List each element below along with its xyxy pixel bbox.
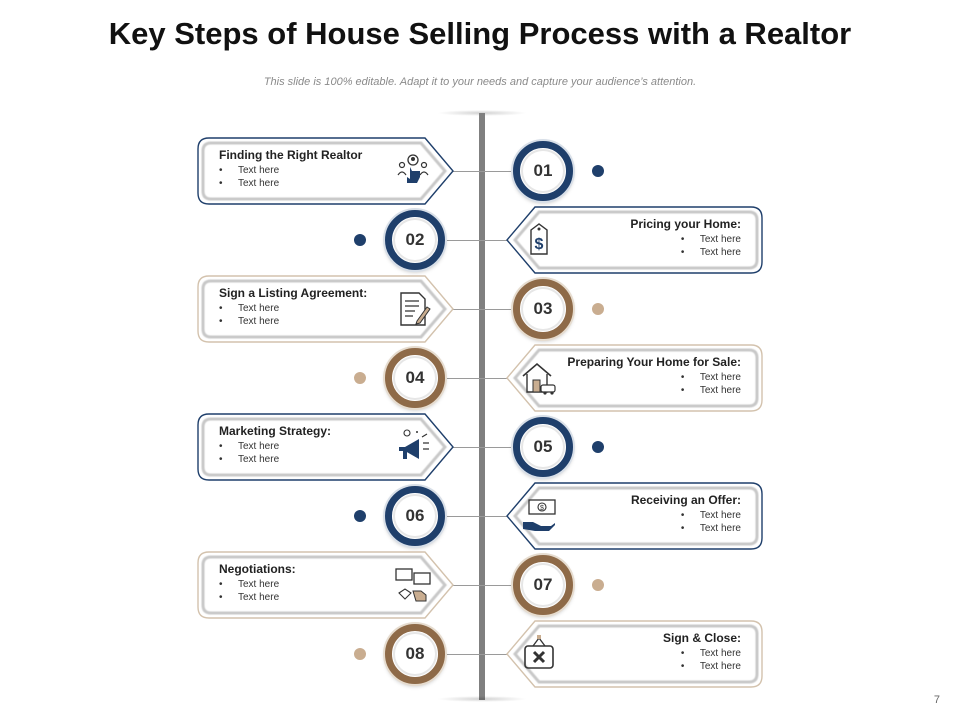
step-text: Preparing Your Home for Sale: Text hereTe… bbox=[567, 355, 741, 397]
step-card: $ Receiving an Offer: Text hereText here bbox=[505, 482, 763, 550]
step-heading: Negotiations: bbox=[219, 562, 296, 576]
step-number: 07 bbox=[521, 563, 565, 607]
step-heading: Pricing your Home: bbox=[630, 217, 741, 231]
step-number-circle: 04 bbox=[385, 348, 445, 408]
step-connector bbox=[450, 309, 520, 310]
step-bullet: Text here bbox=[219, 591, 296, 604]
step-text: Marketing Strategy: Text hereText here bbox=[219, 424, 331, 466]
step-connector bbox=[440, 516, 515, 517]
step-text: Pricing your Home: Text hereText here bbox=[630, 217, 741, 259]
step-number: 02 bbox=[393, 218, 437, 262]
step-card: Sign & Close: Text hereText here bbox=[505, 620, 763, 688]
step-text: Negotiations: Text hereText here bbox=[219, 562, 296, 604]
step-number-circle: 03 bbox=[513, 279, 573, 339]
step-connector bbox=[440, 240, 515, 241]
step-heading: Receiving an Offer: bbox=[630, 493, 741, 507]
step-text: Sign a Listing Agreement: Text hereText h… bbox=[219, 286, 367, 328]
house-prep-icon bbox=[519, 358, 559, 398]
page-number: 7 bbox=[933, 694, 940, 706]
step-bullet: Text here bbox=[681, 371, 741, 384]
step-bullet: Text here bbox=[681, 384, 741, 397]
step-card: Negotiations: Text hereText here bbox=[197, 551, 455, 619]
step-heading: Preparing Your Home for Sale: bbox=[567, 355, 741, 369]
step-bullet: Text here bbox=[219, 315, 367, 328]
money-hand-icon: $ bbox=[519, 496, 559, 536]
step-dot bbox=[354, 234, 366, 246]
step-bullets: Text hereText here bbox=[681, 233, 741, 259]
step-number: 06 bbox=[393, 494, 437, 538]
step-connector bbox=[450, 585, 520, 586]
step-dot bbox=[592, 165, 604, 177]
step-dot bbox=[354, 648, 366, 660]
step-bullet: Text here bbox=[681, 660, 741, 673]
closed-sign-icon bbox=[519, 634, 559, 674]
step-connector bbox=[450, 447, 520, 448]
step-number-circle: 01 bbox=[513, 141, 573, 201]
step-bullet: Text here bbox=[219, 440, 331, 453]
step-heading: Marketing Strategy: bbox=[219, 424, 332, 438]
step-bullets: Text hereText here bbox=[219, 164, 362, 190]
step-bullets: Text hereText here bbox=[219, 302, 367, 328]
step-dot bbox=[354, 510, 366, 522]
step-dot bbox=[592, 579, 604, 591]
step-text: Finding the Right RealtorText hereText h… bbox=[219, 148, 362, 190]
document-sign-icon bbox=[393, 289, 433, 329]
page-title: Key Steps of House Selling Process with … bbox=[108, 16, 852, 51]
step-dot bbox=[592, 303, 604, 315]
step-bullet: Text here bbox=[219, 177, 362, 190]
step-number: 01 bbox=[521, 149, 565, 193]
step-number: 03 bbox=[521, 287, 565, 331]
step-number: 04 bbox=[393, 356, 437, 400]
step-number: 05 bbox=[521, 425, 565, 469]
step-text: Receiving an Offer: Text hereText here bbox=[631, 493, 741, 535]
step-bullet: Text here bbox=[219, 302, 367, 315]
step-bullet: Text here bbox=[219, 578, 296, 591]
step-text: Sign & Close: Text hereText here bbox=[663, 631, 741, 673]
page-subtitle: This slide is 100% editable. Adapt it to… bbox=[263, 76, 697, 88]
step-number-circle: 06 bbox=[385, 486, 445, 546]
realtor-handshake-icon bbox=[393, 151, 433, 191]
step-bullet: Text here bbox=[219, 453, 331, 466]
step-card: Finding the Right RealtorText hereText h… bbox=[197, 137, 455, 205]
step-number-circle: 08 bbox=[385, 624, 445, 684]
megaphone-icon bbox=[393, 427, 433, 467]
step-number-circle: 07 bbox=[513, 555, 573, 615]
step-bullet: Text here bbox=[681, 647, 741, 660]
step-heading: Sign a Listing Agreement: bbox=[219, 286, 368, 300]
price-tag-icon: $ bbox=[519, 220, 559, 260]
step-bullets: Text hereText here bbox=[219, 440, 331, 466]
spine-bottom-shadow bbox=[437, 696, 527, 702]
step-number-circle: 05 bbox=[513, 417, 573, 477]
step-dot bbox=[592, 441, 604, 453]
step-bullets: Text hereText here bbox=[219, 578, 296, 604]
svg-text:$: $ bbox=[540, 505, 544, 512]
step-bullet: Text here bbox=[219, 164, 362, 177]
step-dot bbox=[354, 372, 366, 384]
step-connector bbox=[440, 654, 515, 655]
svg-text:$: $ bbox=[535, 236, 544, 253]
step-heading: Sign & Close: bbox=[662, 631, 741, 645]
step-connector bbox=[440, 378, 515, 379]
negotiation-chat-icon bbox=[393, 565, 433, 605]
step-card: Preparing Your Home for Sale: Text hereTe… bbox=[505, 344, 763, 412]
step-bullet: Text here bbox=[681, 522, 741, 535]
step-bullets: Text hereText here bbox=[681, 647, 741, 673]
step-bullet: Text here bbox=[681, 233, 741, 246]
step-bullet: Text here bbox=[681, 246, 741, 259]
step-bullets: Text hereText here bbox=[681, 371, 741, 397]
step-card: $ Pricing your Home: Text hereText here bbox=[505, 206, 763, 274]
step-number-circle: 02 bbox=[385, 210, 445, 270]
step-connector bbox=[450, 171, 520, 172]
step-bullet: Text here bbox=[681, 509, 741, 522]
step-bullets: Text hereText here bbox=[681, 509, 741, 535]
step-card: Sign a Listing Agreement: Text hereText h… bbox=[197, 275, 455, 343]
step-number: 08 bbox=[393, 632, 437, 676]
timeline-spine bbox=[479, 113, 485, 700]
step-heading: Finding the Right Realtor bbox=[219, 148, 363, 162]
step-card: Marketing Strategy: Text hereText here bbox=[197, 413, 455, 481]
